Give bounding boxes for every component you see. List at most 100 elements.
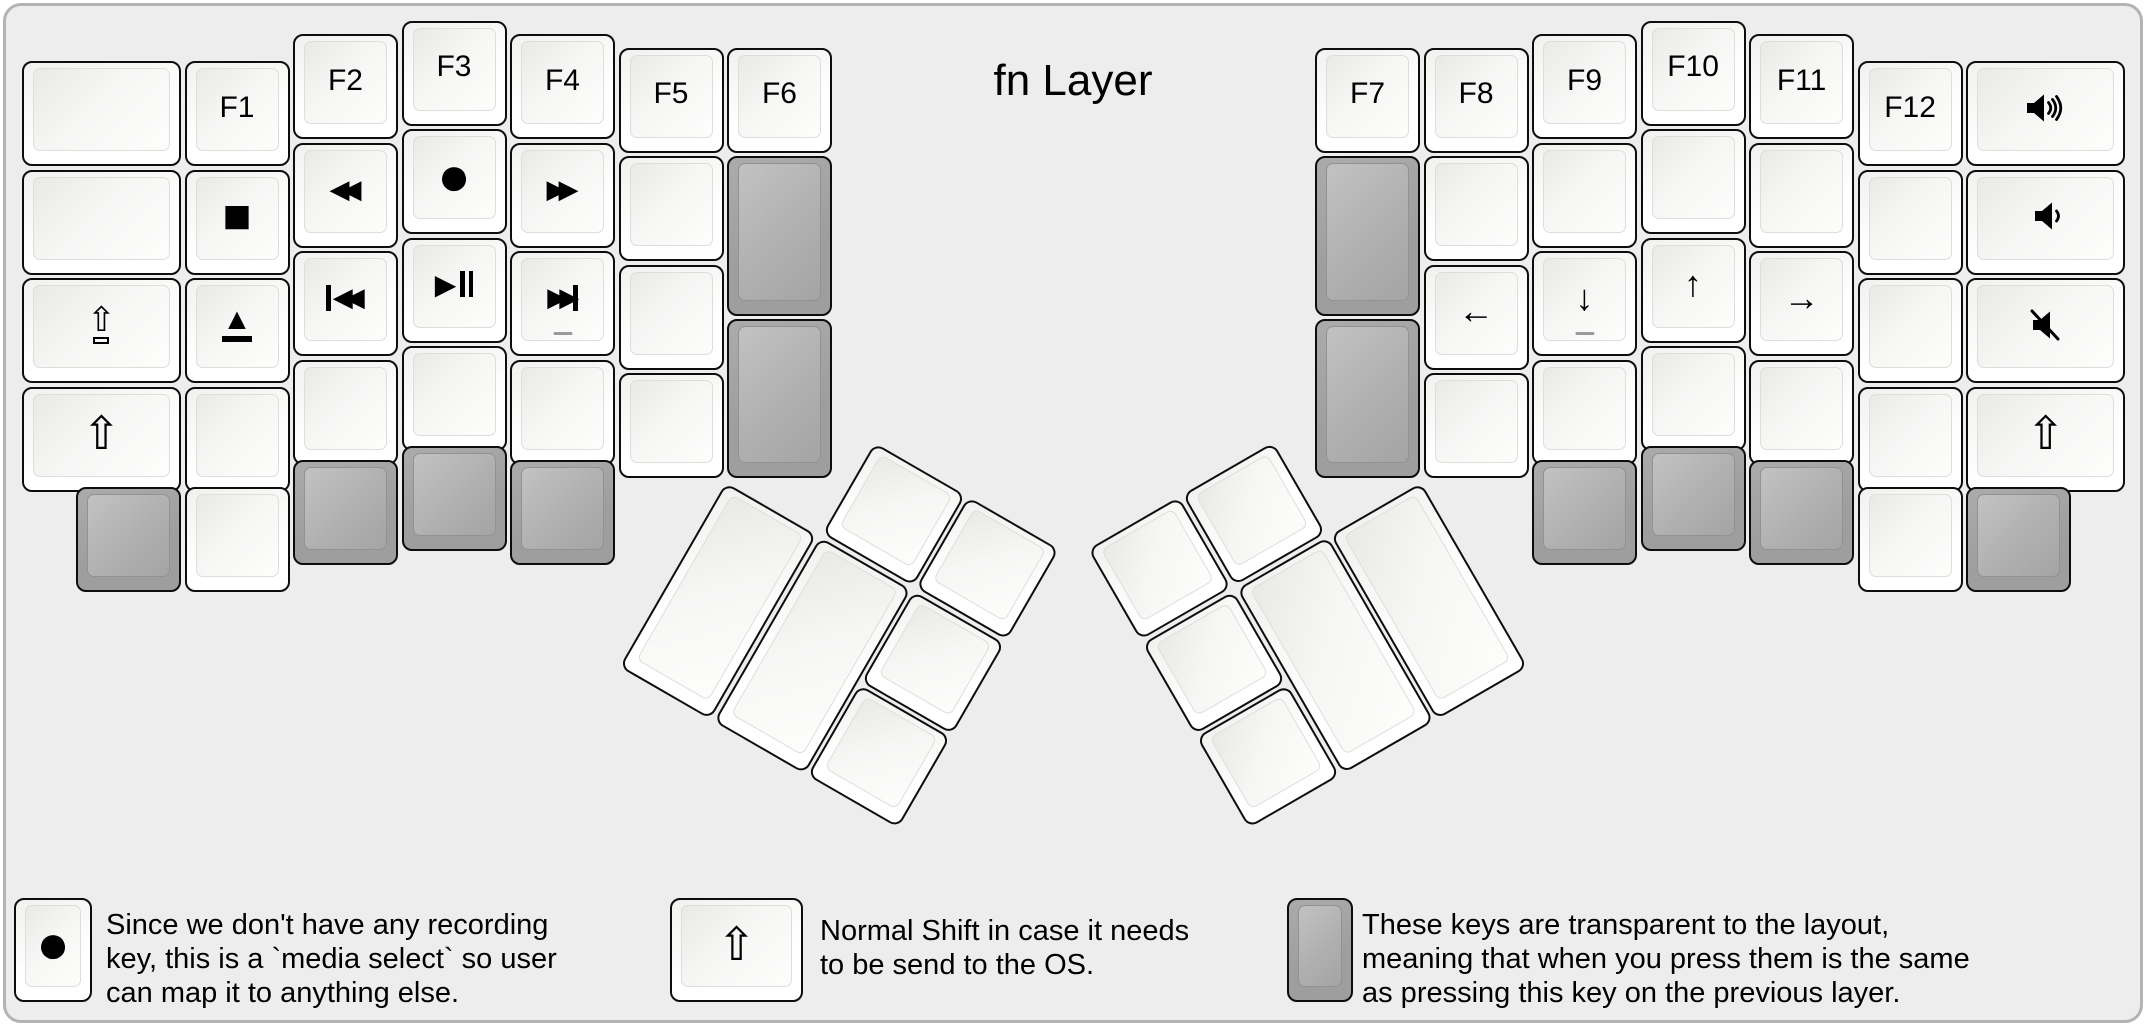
key-label: F2 [327, 63, 363, 97]
key-shift[interactable]: ⇧ [21, 386, 181, 492]
layer-title: fn Layer [993, 56, 1153, 105]
key-blank[interactable] [1857, 386, 1963, 492]
key-f8[interactable]: F8 [1423, 47, 1529, 153]
key-f9[interactable]: F9 [1532, 34, 1638, 140]
keycap [1760, 366, 1844, 450]
key-f6[interactable]: F6 [727, 47, 832, 153]
key-transparent[interactable] [401, 446, 507, 552]
key-label-blank [1534, 145, 1635, 234]
keycap [1543, 466, 1627, 550]
keycap [1298, 905, 1342, 987]
stop-icon: ■ [222, 189, 252, 243]
key-transparent[interactable] [1749, 459, 1855, 565]
key-blank[interactable] [1640, 129, 1746, 235]
keycap [1543, 258, 1627, 342]
key-label-blank [1751, 462, 1852, 551]
key-blank[interactable] [184, 486, 290, 592]
keycap [195, 285, 279, 369]
rewind-icon: ◀◀ [329, 173, 362, 204]
key-blank[interactable] [510, 359, 615, 465]
key-transparent[interactable] [76, 486, 181, 592]
key-fast-forward[interactable]: ▶▶ [510, 142, 615, 248]
key-blank[interactable] [1532, 359, 1638, 465]
key-mute[interactable] [1966, 278, 2126, 384]
key-rewind[interactable]: ◀◀ [293, 142, 398, 248]
keycap [32, 68, 170, 152]
key-blank[interactable] [293, 359, 398, 465]
key-transparent[interactable] [1966, 486, 2072, 592]
key-transparent[interactable] [1315, 156, 1421, 316]
key-f4[interactable]: F4 [510, 34, 615, 140]
key-blank[interactable] [618, 373, 724, 479]
key-blank[interactable] [1640, 346, 1746, 452]
key-play-pause[interactable]: ▶ [401, 237, 507, 343]
key-transparent[interactable] [293, 459, 398, 565]
key-f12[interactable]: F12 [1857, 61, 1963, 167]
keycap [1868, 393, 1952, 477]
legend-text-line: can map it to anything else. [106, 977, 460, 1009]
key-label-blank [1426, 158, 1527, 247]
key-blank[interactable] [184, 386, 290, 492]
key-transparent[interactable] [510, 459, 615, 565]
legend-key-sample: ⇧ [670, 898, 803, 1002]
key-record[interactable]: ● [401, 129, 507, 235]
key-f7[interactable]: F7 [1315, 47, 1421, 153]
key-f2[interactable]: F2 [293, 34, 398, 140]
key-label: F7 [1350, 77, 1386, 111]
keycap [521, 366, 604, 450]
keycap [1977, 68, 2115, 152]
key-blank[interactable] [1857, 278, 1963, 384]
keycap [1434, 380, 1518, 464]
key-label-blank [621, 375, 722, 464]
key-volume-up[interactable] [1966, 61, 2126, 167]
key-f5[interactable]: F5 [618, 47, 724, 153]
key-label-blank [404, 348, 505, 437]
key-stop[interactable]: ■ [184, 169, 290, 275]
key-arrow-down[interactable]: ↓ [1532, 251, 1638, 357]
key-transparent[interactable] [727, 156, 832, 316]
key-transparent[interactable] [727, 319, 832, 479]
keycap [304, 258, 387, 342]
key-arrow-up[interactable]: ↑ [1640, 237, 1746, 343]
key-transparent[interactable] [1640, 446, 1746, 552]
key-prev-track[interactable]: ◀◀ [293, 251, 398, 357]
play-pause-slot: ▶ [404, 240, 505, 329]
legend-text-line: meaning that when you press them is the … [1362, 943, 1970, 975]
key-label: F11 [1776, 63, 1827, 97]
key-blank[interactable] [1749, 359, 1855, 465]
key-volume-down[interactable] [1966, 169, 2126, 275]
key-shift[interactable]: ⇧ [1966, 386, 2126, 492]
keycap [87, 493, 170, 577]
key-blank[interactable] [1857, 169, 1963, 275]
keycap [412, 453, 496, 537]
key-f11[interactable]: F11 [1749, 34, 1855, 140]
key-eject[interactable]: ▲ [184, 278, 290, 384]
keycap [1868, 176, 1952, 260]
key-blank[interactable] [618, 156, 724, 262]
key-blank[interactable] [401, 346, 507, 452]
key-blank[interactable] [1749, 142, 1855, 248]
key-f3[interactable]: F3 [401, 20, 507, 126]
key-label-blank [295, 462, 396, 551]
key-blank[interactable] [1423, 156, 1529, 262]
previous-track-icon: ◀◀ [326, 282, 365, 313]
key-blank[interactable] [618, 264, 724, 370]
key-transparent[interactable] [1315, 319, 1421, 479]
key-blank[interactable] [1423, 373, 1529, 479]
key-blank[interactable] [21, 61, 181, 167]
key-transparent[interactable] [1532, 459, 1638, 565]
key-caps-lock[interactable]: ⇧ [21, 278, 181, 384]
key-label-blank [729, 158, 830, 301]
key-arrow-right[interactable]: → [1749, 251, 1855, 357]
key-f1[interactable]: F1 [184, 61, 290, 167]
key-blank[interactable] [21, 169, 181, 275]
key-f10[interactable]: F10 [1640, 20, 1746, 126]
keycap [1760, 149, 1844, 233]
key-blank[interactable] [1857, 486, 1963, 592]
key-arrow-left[interactable]: ← [1423, 264, 1529, 370]
key-blank[interactable] [1532, 142, 1638, 248]
key-label-blank [1643, 448, 1744, 537]
key-next-track[interactable]: ▶▶ [510, 251, 615, 357]
key-label: F1 [219, 90, 255, 124]
